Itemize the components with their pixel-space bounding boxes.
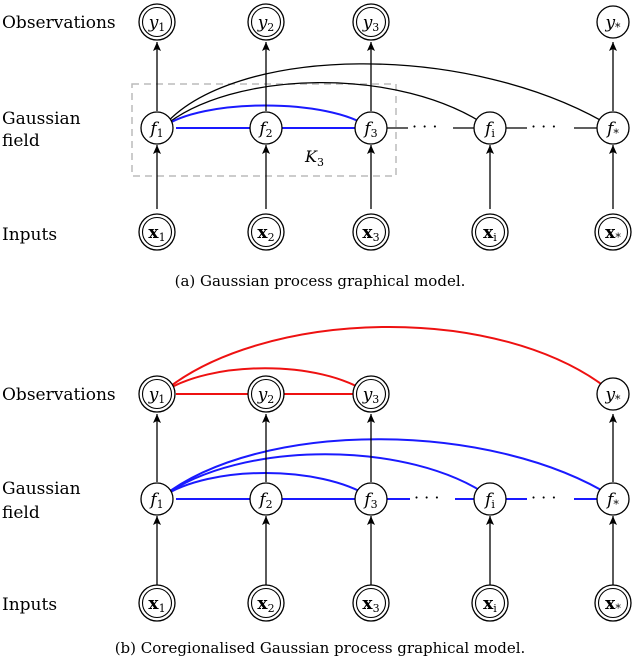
svg-text:y*: y* [604, 13, 621, 34]
kernel-label: K3 [304, 147, 324, 169]
arc-y1-y3 [161, 367, 369, 394]
svg-text:y3: y3 [362, 385, 380, 406]
svg-text:f2: f2 [257, 119, 272, 140]
input-node-x2: x2 [247, 584, 285, 622]
arc-y1-ystar [161, 325, 614, 394]
field-node-f3: f3 [354, 111, 388, 145]
svg-text:f2: f2 [257, 490, 272, 511]
row-label-observations: Observations [2, 385, 116, 405]
field-node-f1: f1 [140, 482, 174, 516]
obs-node-y3: y3 [352, 3, 390, 41]
svg-text:xi: xi [483, 223, 497, 244]
row-label-observations: Observations [2, 13, 116, 33]
obs-node-y1: y1 [138, 375, 176, 413]
row-label-gaussian: Gaussian [2, 479, 81, 499]
svg-text:y1: y1 [148, 13, 166, 34]
svg-text:y1: y1 [148, 385, 166, 406]
svg-text:x2: x2 [257, 223, 274, 244]
field-node-f3: f3 [354, 482, 388, 516]
input-node-x3: x3 [352, 213, 390, 251]
kernel-block-box [131, 83, 397, 177]
row-label-field: field [2, 503, 40, 523]
input-node-xstar: x* [594, 213, 632, 251]
input-node-xi: xi [471, 213, 509, 251]
input-node-xstar: x* [594, 584, 632, 622]
ellipsis-a1: · · · [412, 117, 437, 136]
svg-text:y*: y* [604, 385, 621, 406]
caption-b: (b) Coregionalised Gaussian process grap… [115, 639, 526, 657]
svg-text:f3: f3 [362, 490, 377, 511]
svg-text:x*: x* [605, 223, 621, 244]
arc-f1-fi [161, 81, 491, 129]
arc-f1-f3 [161, 104, 371, 129]
obs-node-ystar: y* [596, 5, 630, 39]
svg-text:x3: x3 [362, 223, 379, 244]
field-node-fstar: f* [596, 111, 630, 145]
svg-text:fi: fi [483, 490, 495, 511]
obs-node-y3: y3 [352, 375, 390, 413]
input-node-x2: x2 [247, 213, 285, 251]
input-node-x1: x1 [138, 584, 176, 622]
svg-text:x2: x2 [257, 594, 274, 615]
svg-text:fi: fi [483, 119, 495, 140]
field-node-fi: fi [473, 482, 507, 516]
arc-f1-fstar [161, 63, 615, 129]
obs-node-ystar: y* [596, 377, 630, 411]
obs-node-y2: y2 [247, 375, 285, 413]
svg-text:x1: x1 [148, 223, 165, 244]
input-node-x1: x1 [138, 213, 176, 251]
arc-f1-f3 [161, 472, 371, 498]
obs-node-y2: y2 [247, 3, 285, 41]
obs-node-y1: y1 [138, 3, 176, 41]
ellipsis-b2: · · · [531, 488, 556, 507]
ellipsis-a2: · · · [531, 117, 556, 136]
arc-f1-fi [161, 453, 491, 498]
panel-b: Observations Gaussian field Inputs · · ·… [2, 325, 632, 657]
svg-text:x1: x1 [148, 594, 165, 615]
row-label-field: field [2, 131, 40, 151]
svg-text:y2: y2 [257, 13, 275, 34]
ellipsis-b1: · · · [414, 488, 439, 507]
input-node-xi: xi [471, 584, 509, 622]
svg-text:x*: x* [605, 594, 621, 615]
svg-text:f3: f3 [362, 119, 377, 140]
arc-f1-fstar [161, 438, 614, 498]
svg-text:y2: y2 [257, 385, 275, 406]
row-label-inputs: Inputs [2, 595, 57, 615]
field-node-f2: f2 [249, 482, 283, 516]
svg-text:y3: y3 [362, 13, 380, 34]
row-label-inputs: Inputs [2, 225, 57, 245]
svg-text:f1: f1 [148, 490, 163, 511]
field-node-fstar: f* [596, 482, 630, 516]
svg-text:f*: f* [605, 490, 619, 511]
row-label-gaussian: Gaussian [2, 109, 81, 129]
field-node-f1: f1 [140, 111, 174, 145]
field-node-fi: fi [473, 111, 507, 145]
caption-a: (a) Gaussian process graphical model. [175, 272, 466, 290]
svg-text:x3: x3 [362, 594, 379, 615]
svg-text:f1: f1 [148, 119, 163, 140]
svg-text:xi: xi [483, 594, 497, 615]
field-node-f2: f2 [249, 111, 283, 145]
input-node-x3: x3 [352, 584, 390, 622]
svg-text:f*: f* [605, 119, 619, 140]
panel-a: Observations Gaussian field Inputs K3 · … [2, 3, 632, 290]
